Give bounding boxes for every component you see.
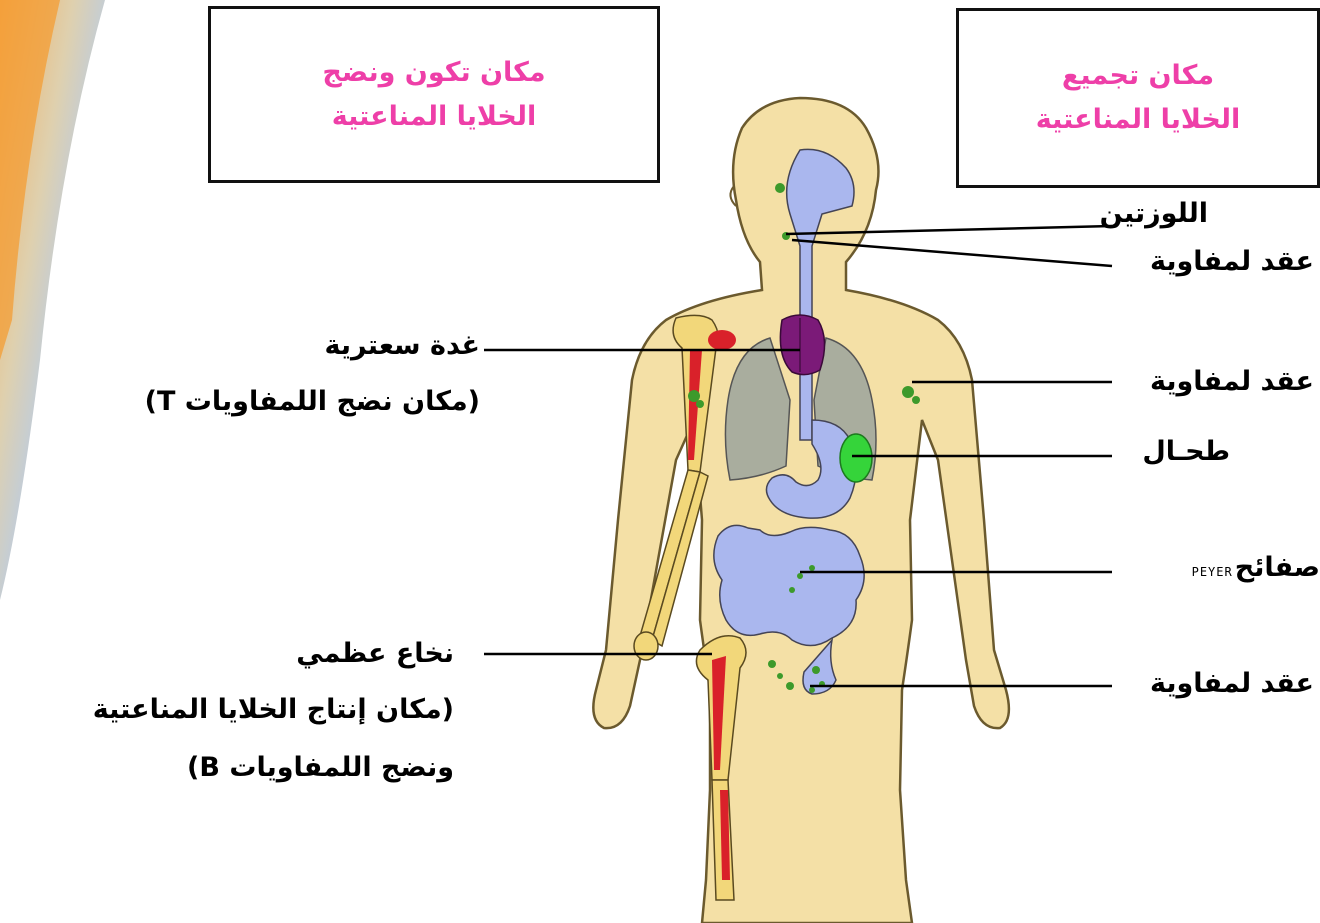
collection-box-line-2: الخلايا المناعتية: [1036, 98, 1241, 142]
label-spleen: طحـال: [1142, 436, 1230, 468]
formation-box-line-1: مكان تكون ونضج: [322, 51, 545, 95]
collection-box-line-1: مكان تجميع: [1062, 54, 1214, 98]
formation-site-box: مكان تكون ونضج الخلايا المناعتية: [208, 6, 660, 183]
label-bone-marrow-note-1: (مكان إنتاج الخلايا المناعتية: [93, 694, 454, 726]
label-tonsils: اللوزتين: [1100, 198, 1208, 230]
peyer-word: صفائح: [1235, 552, 1320, 583]
label-bone-marrow-note-2: ونضج اللمفاويات B): [187, 752, 454, 784]
label-lymph-node-axilla: عقد لمفاوية: [1150, 366, 1314, 398]
label-lymph-node-groin: عقد لمفاوية: [1150, 668, 1314, 700]
label-bone-marrow: نخاع عظمي: [296, 638, 454, 670]
label-thymus: غدة سعترية: [324, 330, 480, 362]
label-lymph-node-neck: عقد لمفاوية: [1150, 246, 1314, 278]
spleen: [840, 434, 872, 482]
formation-box-line-2: الخلايا المناعتية: [332, 95, 537, 139]
label-peyer-patches: صفائحPEYER: [1192, 552, 1320, 584]
peyer-tag: PEYER: [1192, 565, 1233, 579]
thymus: [780, 315, 824, 375]
collection-site-box: مكان تجميع الخلايا المناعتية: [956, 8, 1320, 188]
label-thymus-note: (مكان نضج اللمفاويات T): [145, 386, 480, 418]
